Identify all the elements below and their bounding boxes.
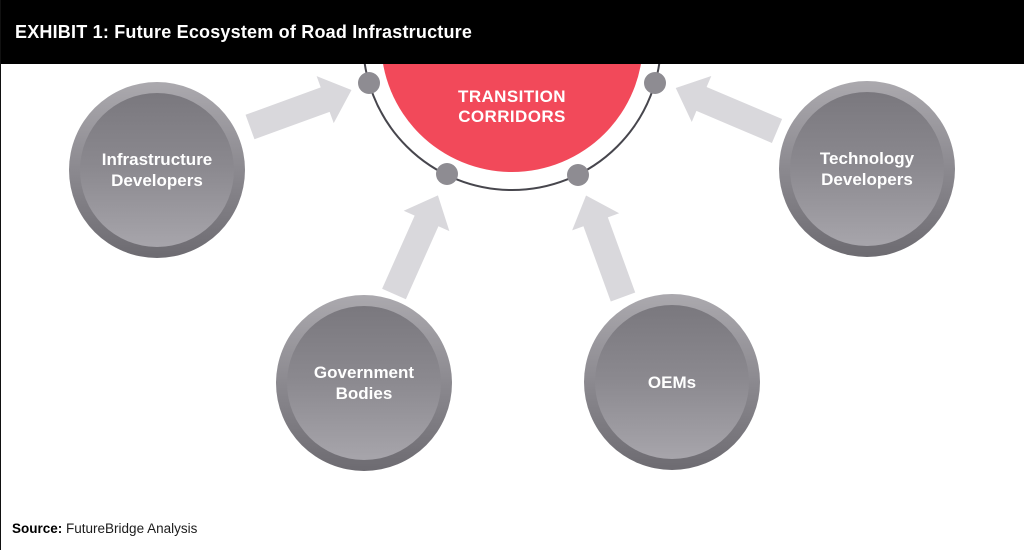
exhibit-title: EXHIBIT 1: Future Ecosystem of Road Infr… — [15, 21, 473, 42]
node-face: Infrastructure Developers — [80, 93, 234, 247]
arrow-technology-to-center-icon — [675, 75, 783, 143]
exhibit-header: EXHIBIT 1: Future Ecosystem of Road Infr… — [0, 0, 1024, 64]
connector-dot-bottom-left — [436, 163, 458, 185]
node-label: Technology Developers — [819, 149, 915, 189]
source-label: Source: — [12, 521, 63, 536]
node-oems: OEMs — [584, 294, 760, 470]
center-node-label: TRANSITION CORRIDORS — [458, 87, 566, 126]
arrow-oems-to-center-icon — [572, 195, 636, 302]
node-face: Technology Developers — [790, 92, 944, 246]
node-face: Government Bodies — [287, 306, 441, 460]
node-label: Government Bodies — [313, 363, 415, 403]
connector-dot-left — [358, 72, 380, 94]
node-label: OEMs — [647, 372, 697, 392]
source-line: Source: FutureBridge Analysis — [12, 521, 197, 536]
node-face: OEMs — [595, 305, 749, 459]
node-infrastructure-developers: Infrastructure Developers — [69, 82, 245, 258]
node-technology-developers: Technology Developers — [779, 81, 955, 257]
node-label: Infrastructure Developers — [101, 150, 213, 190]
connector-dot-bottom-right — [567, 164, 589, 186]
frame-left-border — [0, 0, 1, 550]
source-text: FutureBridge Analysis — [66, 521, 198, 536]
arrow-government-to-center-icon — [382, 195, 450, 300]
node-government-bodies: Government Bodies — [276, 295, 452, 471]
connector-dot-right — [644, 72, 666, 94]
arrow-infrastructure-to-center-icon — [245, 76, 352, 140]
